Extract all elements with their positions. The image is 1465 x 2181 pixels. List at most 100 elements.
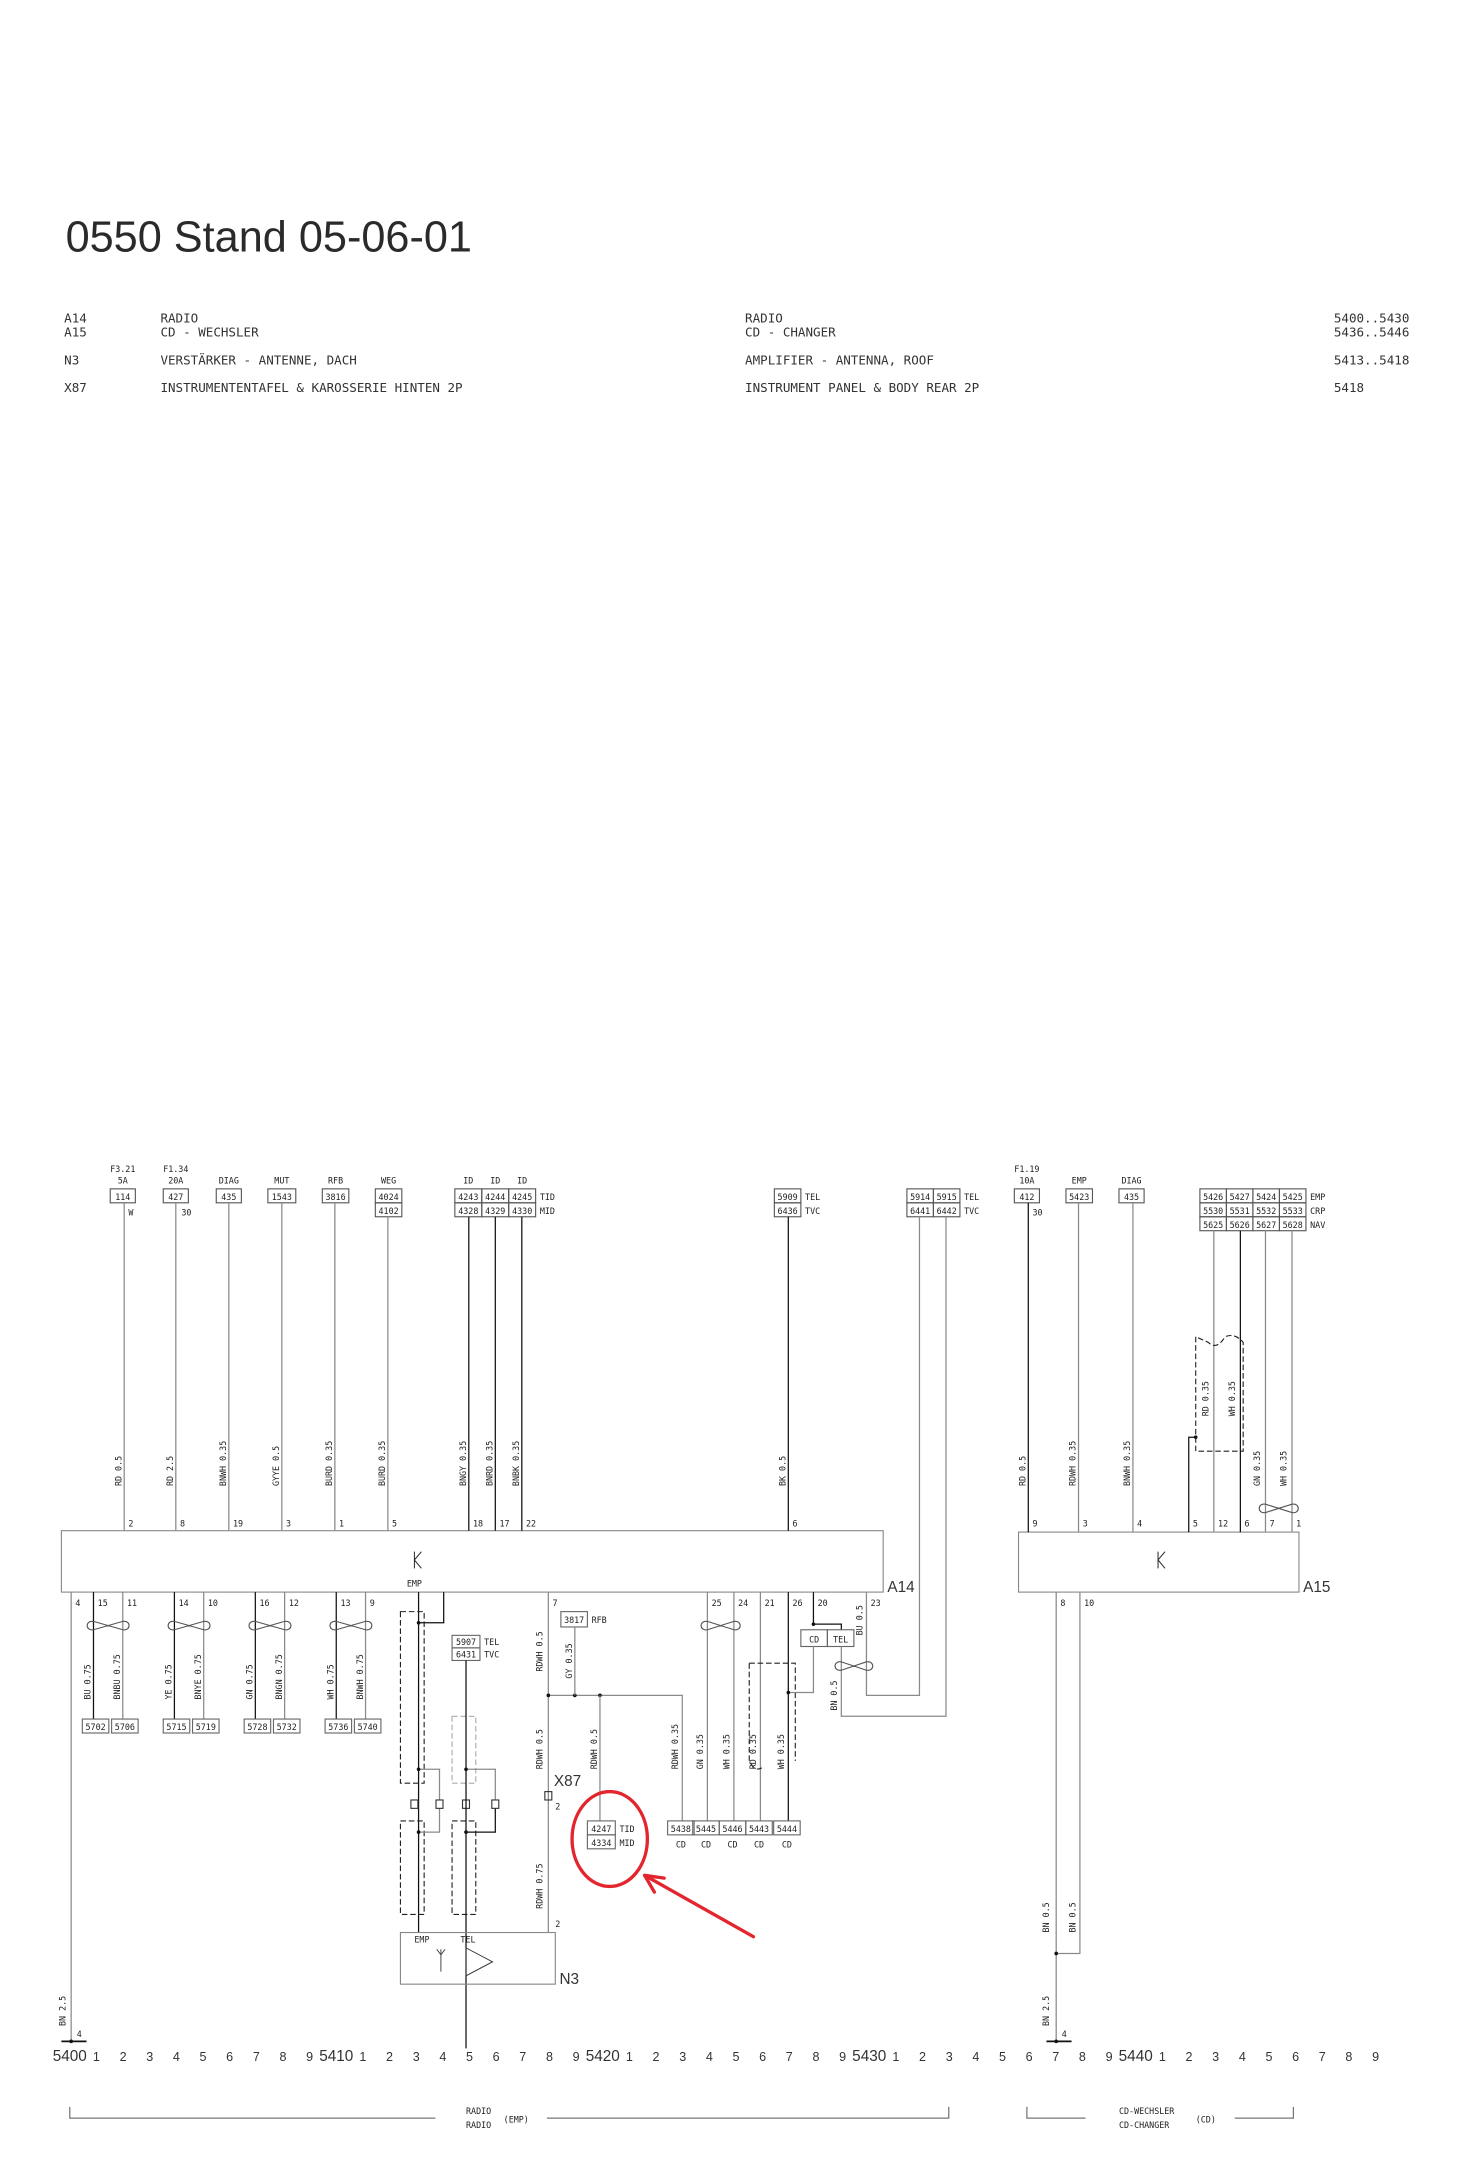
bracket-code: (CD)	[1196, 2114, 1216, 2124]
tid-mid-ref-code: 4334	[591, 1838, 611, 1848]
pin-number: 14	[179, 1598, 189, 1608]
wires	[60, 1188, 1307, 2119]
wire-label: WH 0.35	[776, 1734, 786, 1769]
legend-ref: 5436..5446	[1334, 324, 1410, 339]
cd-ref-label: CD	[782, 1839, 792, 1849]
junction-dot	[1054, 1951, 1059, 1956]
pin-number: 4	[1062, 2029, 1067, 2039]
scale-digit: 2	[120, 2050, 127, 2064]
scale-digit: 4	[173, 2050, 180, 2064]
speaker-ref-box	[324, 1718, 353, 1734]
scale-digit: 1	[1159, 2050, 1166, 2064]
pin-number: 10	[1084, 1598, 1094, 1608]
connector-row-label: TEL	[964, 1192, 979, 1202]
wire-label: WH 0.35	[722, 1734, 732, 1769]
cable-shield	[451, 1715, 477, 1784]
wire-label: BNWH 0.35	[218, 1441, 228, 1486]
pin-number: 21	[765, 1598, 775, 1608]
speaker-ref-box	[353, 1718, 382, 1734]
wire	[418, 1808, 441, 1833]
cable-shield	[748, 1662, 796, 1770]
scale-digit: 6	[226, 2050, 233, 2064]
pin-number: 6	[792, 1519, 797, 1529]
antenna-ref-code: 6431	[456, 1650, 476, 1660]
connector-pin-label: W	[128, 1207, 134, 1217]
wire-label: RD 0.5	[113, 1456, 123, 1486]
twisted-pair-icon	[1258, 1503, 1299, 1514]
pin-number: 2	[555, 1802, 560, 1812]
scale-digit: 3	[146, 2050, 153, 2064]
scale-digit: 7	[1319, 2050, 1326, 2064]
scale-group-label: 5430	[852, 2048, 886, 2065]
wire-label: BN 0.5	[829, 1680, 839, 1710]
legend-english: RADIO	[745, 310, 783, 325]
scale-digit: 3	[1212, 2050, 1219, 2064]
x87-label: X87	[554, 1773, 581, 1790]
connector-head-label: 5A	[118, 1175, 128, 1185]
n3-amplifier-unit	[399, 1931, 556, 1985]
a14-emp-label: EMP	[407, 1579, 422, 1589]
wire-label: BN 0.5	[1068, 1902, 1078, 1932]
bracket-label-en: CD-CHANGER	[1119, 2120, 1170, 2130]
scale-digit: 5	[999, 2050, 1006, 2064]
pin-number: 2	[128, 1519, 133, 1529]
wire	[840, 1216, 947, 1717]
wire	[466, 1808, 496, 1833]
connector-ref-code: 5531	[1230, 1206, 1250, 1216]
scale-digit: 2	[1186, 2050, 1193, 2064]
speaker-ref-code: 5728	[247, 1722, 267, 1732]
pin-number: 12	[289, 1598, 299, 1608]
rfb-ref-code: 3817	[564, 1615, 584, 1625]
connector-ref-code: 4243	[458, 1192, 478, 1202]
connector-ref-code: 5425	[1283, 1192, 1303, 1202]
antenna-ref-code: 5907	[456, 1637, 476, 1647]
connector-ref-code: 5626	[1230, 1220, 1250, 1230]
wire-label: BK 0.5	[778, 1456, 788, 1486]
connector-row-label: CRP	[1310, 1206, 1325, 1216]
rfb-ref-box	[560, 1611, 588, 1628]
scale-digit: 9	[839, 2050, 846, 2064]
connector-ref-code: 5532	[1256, 1206, 1276, 1216]
wire-label: BU 0.5	[854, 1605, 864, 1635]
connector-ref-box	[773, 1202, 802, 1218]
junction-dot	[416, 1830, 421, 1834]
speaker-ref-box	[111, 1718, 139, 1734]
scale-group-label: 5400	[53, 2048, 87, 2065]
connector-head-label: F3.21	[110, 1164, 135, 1174]
junction-dot	[811, 1622, 816, 1626]
junction-dot	[1193, 1435, 1198, 1440]
wire-label: RDWH 0.5	[589, 1729, 599, 1769]
connector-head-label: ID	[490, 1175, 500, 1185]
legend-ref: 5418	[1334, 380, 1364, 395]
wire-label: RD 0.35	[1200, 1381, 1210, 1416]
scale-digit: 4	[1239, 2050, 1246, 2064]
scale-digit: 5	[200, 2050, 207, 2064]
twisted-pair-icon	[248, 1620, 292, 1631]
wire-label: WH 0.35	[1227, 1381, 1237, 1416]
speaker-ref-box	[272, 1718, 301, 1734]
speaker-ref-code: 5715	[166, 1722, 186, 1732]
wire-label: GN 0.35	[695, 1734, 705, 1769]
connector-ref-code: 114	[115, 1192, 130, 1202]
connector-ref-code: 412	[1019, 1192, 1034, 1202]
connector-row-label: MID	[540, 1206, 555, 1216]
wire-label: RDWH 0.5	[535, 1729, 545, 1769]
connector-head-label: 10A	[1019, 1175, 1034, 1185]
scale-digit: 9	[306, 2050, 313, 2064]
pin-number: 24	[738, 1598, 748, 1608]
wire-label: GYYE 0.5	[271, 1446, 281, 1486]
wire	[788, 1646, 815, 1694]
connector-ref-code: 6442	[937, 1206, 957, 1216]
connector-head-label: F1.19	[1014, 1164, 1039, 1174]
cd-ref-code: 5444	[777, 1824, 797, 1834]
scale-digit: 6	[1026, 2050, 1033, 2064]
wire	[1188, 1436, 1196, 1533]
speaker-ref-code: 5736	[328, 1722, 348, 1732]
pin-number: 7	[553, 1598, 558, 1608]
connector-pin-icon	[435, 1799, 444, 1809]
speaker-ref-box	[191, 1718, 220, 1734]
wire	[418, 1768, 441, 1800]
a14-radio-unit	[60, 1530, 884, 1593]
speaker-ref-code: 5740	[358, 1722, 378, 1732]
connector-ref-code: 6436	[778, 1206, 798, 1216]
